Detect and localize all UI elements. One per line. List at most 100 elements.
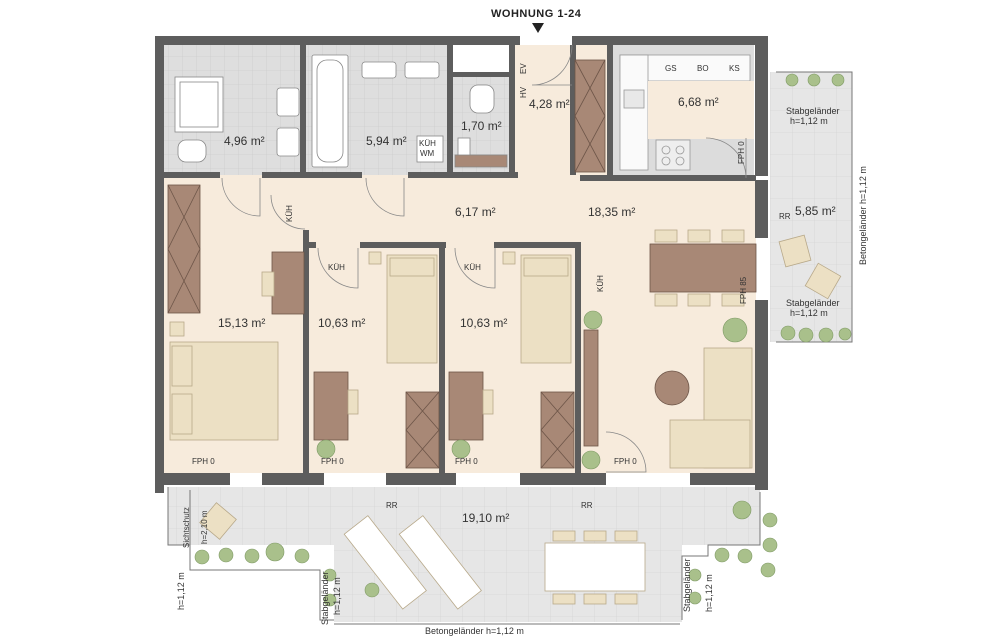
plant-icon: [807, 73, 821, 87]
burner: [661, 156, 671, 166]
label-kuh-wc: KÜH: [419, 139, 436, 148]
wall-left: [155, 36, 164, 493]
label-ks: KS: [729, 64, 740, 73]
chair: [687, 229, 711, 243]
plant-icon: [194, 549, 210, 565]
burner: [675, 156, 685, 166]
wardrobe-bed3: [540, 391, 575, 469]
floor-terrace: [168, 487, 760, 545]
door-swing: [531, 44, 573, 86]
soft-furniture: [169, 229, 753, 469]
label-kuh-bed3: KÜH: [464, 263, 481, 272]
plant-icon: [294, 548, 310, 564]
plant-icon: [688, 591, 702, 605]
washbasin: [276, 87, 300, 117]
label-h112-left: h=1,12 m: [176, 572, 186, 610]
pillow: [171, 345, 193, 387]
railings: [167, 71, 853, 625]
desk-bed2: [313, 371, 349, 441]
door-swing: [605, 431, 647, 473]
chair: [654, 229, 678, 243]
label-fph-living: FPH 0: [614, 457, 637, 466]
chair: [583, 593, 607, 605]
plant-icon: [785, 73, 799, 87]
washbasin: [404, 61, 440, 79]
chair: [347, 389, 359, 415]
plant-icon: [737, 548, 753, 564]
wall-bottom-1: [155, 473, 230, 485]
desk-bed3: [448, 371, 484, 441]
plant-icon: [762, 537, 778, 553]
label-h112-right: h=1,12 m: [704, 574, 714, 612]
door-swing: [221, 177, 261, 217]
plant-icon: [218, 547, 234, 563]
label-fph-bed3: FPH 0: [455, 457, 478, 466]
label-rr-terrace-2: RR: [581, 501, 593, 510]
chair: [368, 251, 382, 265]
chair: [482, 389, 494, 415]
terrace-table: [544, 542, 646, 592]
plant-icon: [581, 450, 601, 470]
burner: [675, 145, 685, 155]
area-bedroom-2: 10,63 m²: [318, 316, 365, 330]
bath-fixtures: [174, 54, 508, 168]
kitchen-fixtures: [619, 54, 754, 171]
label-rr-balcony: RR: [779, 212, 791, 221]
sideboard: [583, 329, 599, 447]
wall-bath-bottom-3: [408, 172, 518, 178]
wall-bath-right: [300, 45, 306, 173]
door-swing: [270, 194, 306, 230]
label-beton-right: Betongeländer h=1,12 m: [858, 166, 868, 265]
floor-balcony: [770, 72, 852, 342]
wall-entry-closet: [570, 45, 576, 175]
washbasin: [276, 127, 300, 157]
plant-icon: [838, 327, 852, 341]
chair: [721, 293, 745, 307]
sofa-ext: [669, 419, 751, 469]
burner: [661, 145, 671, 155]
stove: [655, 139, 691, 171]
wall-bed3-top: [494, 242, 580, 248]
label-stab-left-h: h=1,12 m: [332, 577, 342, 615]
door-swing: [454, 247, 496, 289]
wall-bath-bottom-1: [155, 172, 220, 178]
area-kitchen: 6,68 m²: [678, 95, 719, 109]
terrace-railing: [167, 487, 334, 621]
wall-right: [755, 36, 768, 176]
door-swing: [705, 137, 747, 179]
door-swing: [365, 177, 405, 217]
area-balcony: 5,85 m²: [795, 204, 836, 218]
plant-icon: [316, 439, 336, 459]
wall-bottom-5: [690, 473, 768, 485]
wardrobes: [167, 59, 757, 469]
chair: [583, 530, 607, 542]
wardrobe-entry: [574, 59, 606, 173]
terrace-railing-lower: [334, 492, 761, 625]
nightstand: [169, 321, 185, 337]
wall-right-low: [755, 300, 768, 490]
label-sichtschutz: Sichtschutz: [182, 507, 191, 548]
wall-bed1-right: [303, 230, 309, 473]
plant-icon: [760, 562, 776, 578]
chair: [261, 271, 275, 297]
label-kuh-living: KÜH: [596, 275, 605, 292]
label-stab-bottom: Stabgeländer: [786, 298, 840, 308]
label-sichtschutz-h: h=2,10 m: [200, 510, 209, 544]
label-stab-right: Stabgeländer: [682, 558, 692, 612]
label-stab-top: Stabgeländer: [786, 106, 840, 116]
toilet: [177, 139, 207, 163]
area-entry: 4,28 m²: [529, 97, 570, 111]
sink: [623, 89, 645, 109]
plant-icon: [722, 317, 748, 343]
area-living: 18,35 m²: [588, 205, 635, 219]
plant-icon: [780, 325, 796, 341]
label-rr-terrace-1: RR: [386, 501, 398, 510]
label-bo: BO: [697, 64, 709, 73]
area-bedroom-main: 15,13 m²: [218, 316, 265, 330]
terrace-chair: [199, 502, 237, 540]
sun-lounger: [398, 515, 482, 610]
wall-top-left: [155, 36, 520, 45]
bathtub: [311, 54, 349, 168]
shower-inner: [179, 81, 219, 128]
